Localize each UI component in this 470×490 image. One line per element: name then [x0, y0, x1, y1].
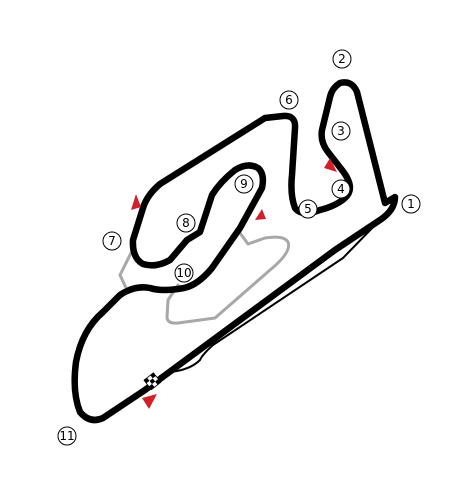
- sector-marker-icon: [255, 209, 266, 220]
- turn-marker-2: 2: [332, 49, 352, 69]
- alternate-layout-track: [118, 243, 137, 292]
- turn-label: 3: [337, 124, 345, 138]
- turn-label: 1: [407, 197, 415, 211]
- sector-marker-icon: [131, 194, 141, 210]
- turn-label: 2: [338, 52, 346, 66]
- start-finish-flag-icon: [143, 372, 162, 391]
- main-circuit-track: [71, 79, 399, 424]
- turn-marker-5: 5: [298, 199, 318, 219]
- turn-label: 7: [108, 234, 116, 248]
- turn-marker-3: 3: [331, 121, 351, 141]
- turn-label: 10: [176, 266, 191, 280]
- turn-marker-11: 11: [57, 426, 77, 446]
- turn-marker-7: 7: [102, 231, 122, 251]
- turn-marker-1: 1: [401, 194, 421, 214]
- sector-marker-icon: [142, 394, 157, 409]
- turn-marker-4: 4: [331, 179, 351, 199]
- alternate-layout-track: [165, 231, 291, 325]
- turn-label: 5: [304, 202, 312, 216]
- turn-label: 4: [337, 182, 345, 196]
- turn-marker-9: 9: [234, 174, 254, 194]
- turn-marker-8: 8: [176, 213, 196, 233]
- turn-marker-10: 10: [174, 263, 194, 283]
- turn-label: 6: [285, 93, 293, 107]
- pit-lane: [159, 219, 381, 377]
- turn-label: 8: [182, 216, 190, 230]
- turn-marker-6: 6: [279, 90, 299, 110]
- turn-label: 11: [59, 429, 74, 443]
- turn-label: 9: [240, 177, 248, 191]
- sector-marker-icon: [324, 158, 337, 172]
